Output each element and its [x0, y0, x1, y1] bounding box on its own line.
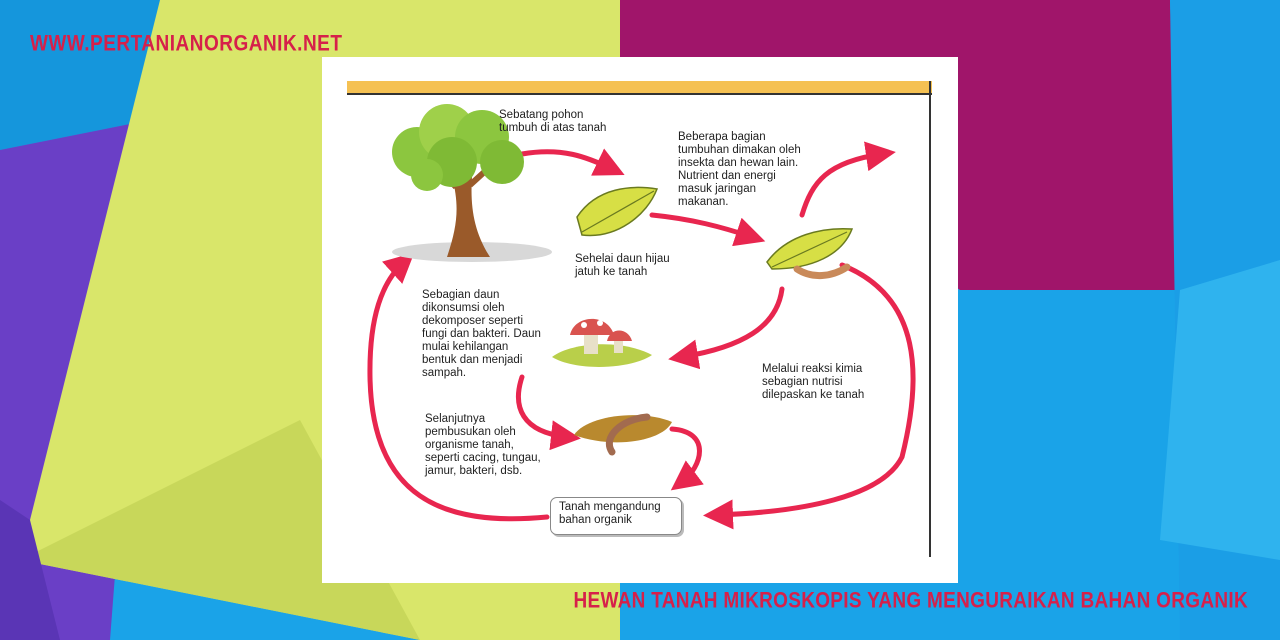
note-eaten: Beberapa bagian tumbuhan dimakan oleh in… — [678, 131, 801, 208]
mushroom-icon — [552, 318, 652, 367]
note-leaf-fall: Sehelai daun hijau jatuh ke tanah — [575, 253, 670, 278]
arrow-worm-to-soil — [669, 426, 704, 491]
arrow-fungi-to-worm — [516, 374, 581, 451]
arrow-insect-to-fungi — [668, 286, 785, 370]
arrow-tree-to-leaf — [519, 148, 625, 176]
note-chemical: Melalui reaksi kimia sebagian nutrisi di… — [762, 363, 865, 401]
leaf-icon — [576, 186, 659, 237]
page-caption: HEWAN TANAH MIKROSKOPIS YANG MENGURAIKAN… — [573, 589, 1248, 614]
cycle-diagram — [347, 81, 932, 557]
cycle-diagram-card: Sebatang pohon tumbuh di atas tanah Bebe… — [322, 57, 958, 583]
arrow-leaf-to-insect — [649, 212, 766, 247]
arrow-soil-to-tree — [367, 252, 550, 522]
note-soil-organisms: Selanjutnya pembusukan oleh organisme ta… — [425, 413, 541, 477]
cycle-arrows — [367, 141, 916, 530]
note-soil: Tanah mengandung bahan organik — [559, 501, 661, 526]
caterpillar-leaf-icon — [766, 227, 854, 279]
tree-icon — [392, 104, 552, 262]
arrow-insect-up — [799, 141, 896, 218]
header-bar — [347, 81, 932, 95]
site-watermark: WWW.PERTANIANORGANIK.NET — [30, 32, 343, 57]
worm-icon — [574, 413, 672, 456]
soil-box: Tanah mengandung bahan organik — [550, 497, 682, 535]
arrow-right-loop — [703, 262, 916, 530]
note-decomposer: Sebagian daun dikonsumsi oleh dekomposer… — [422, 289, 541, 379]
note-tree: Sebatang pohon tumbuh di atas tanah — [499, 109, 607, 134]
